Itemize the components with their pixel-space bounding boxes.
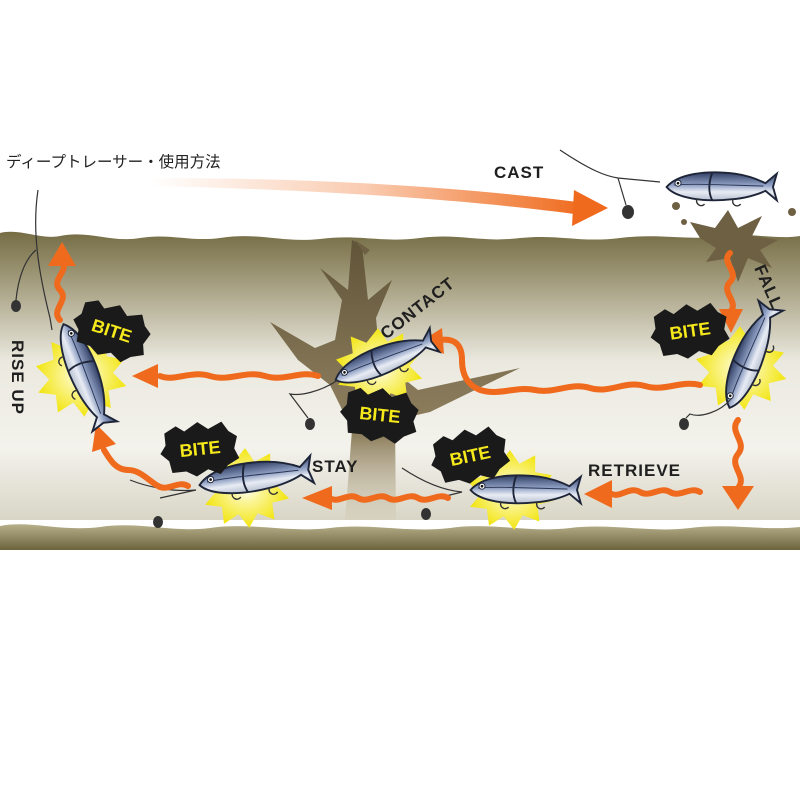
lake-bottom (0, 524, 800, 550)
label-rise-up: RISE UP (8, 340, 27, 415)
descend-arrow (732, 417, 744, 491)
bite-text-contact: BITE (358, 403, 401, 427)
riseup-arrowhead (48, 242, 76, 266)
bite-badge-fall: BITE (650, 302, 730, 359)
label-stay: STAY (312, 457, 359, 476)
sinker-icon (622, 205, 634, 219)
bite-text-stay: BITE (179, 437, 222, 461)
retrieve-to-stay-arrow (327, 493, 451, 503)
label-retrieve: RETRIEVE (588, 461, 681, 480)
diagram-title: ディープトレーサー・使用方法 (6, 152, 221, 171)
splash-icon (672, 202, 796, 282)
contact-to-riseup-arrowhead (132, 364, 158, 388)
riseup-arrow (54, 259, 67, 323)
contact-path-arrow (437, 336, 703, 395)
retrieve-arrow (609, 487, 703, 498)
fishing-line-cast (559, 149, 661, 206)
retrieve-arrowhead (584, 480, 612, 508)
stay-to-riseup-arrow (101, 447, 191, 491)
fishing-line-retrieve (401, 467, 463, 501)
fishing-line-riseup (15, 189, 53, 331)
sinker-icon-contact (305, 418, 315, 430)
sinker-icon-fall (679, 418, 689, 430)
cast-arrow (150, 178, 608, 226)
lure-icon-cast (665, 171, 778, 207)
sinker-icon-stay (153, 516, 163, 528)
fall-arrowhead (719, 309, 743, 333)
sinker-icon-riseup (11, 300, 21, 312)
descend-arrowhead (722, 486, 754, 510)
retrieve-to-stay-arrowhead (302, 486, 332, 510)
bite-badge-contact: BITE (340, 387, 419, 444)
fall-arrow (724, 250, 736, 315)
stay-to-riseup-arrowhead (92, 424, 116, 452)
fishing-line-contact (288, 379, 339, 419)
bite-badge-retrieve: BITE (431, 426, 511, 484)
fishing-line-fall (685, 399, 731, 419)
label-cast: CAST (494, 163, 544, 182)
sinker-icon-retrieve (421, 508, 431, 520)
bite-badge-stay: BITE (160, 421, 240, 477)
contact-to-riseup-arrow (157, 371, 321, 381)
bite-badge-riseup: BITE (73, 300, 151, 363)
